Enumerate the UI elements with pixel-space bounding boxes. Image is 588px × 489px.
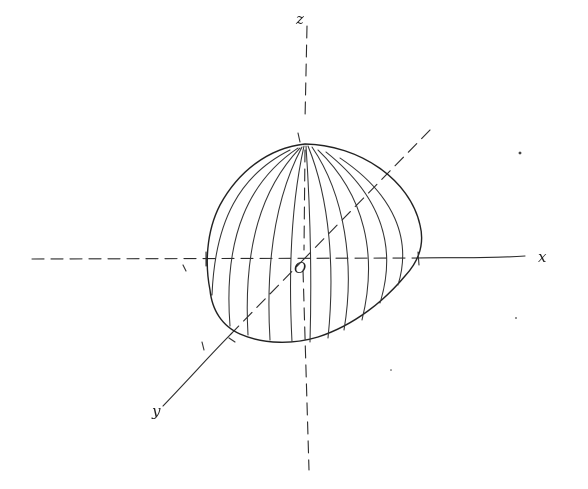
y-axis-front-solid xyxy=(162,332,233,407)
meridian-lines xyxy=(211,145,404,343)
z-tick xyxy=(297,132,301,143)
y-axis-label: y xyxy=(151,402,161,420)
x-tick-right xyxy=(417,251,420,266)
origin-label: O xyxy=(294,259,306,277)
stray-dot xyxy=(515,317,517,319)
x-axis-label: x xyxy=(538,248,547,266)
front-small-tick xyxy=(201,341,205,351)
y-tick xyxy=(228,337,236,343)
ellipsoid-outline xyxy=(206,143,423,343)
x-axis-solid xyxy=(417,255,526,259)
left-small-tick xyxy=(182,264,187,272)
z-axis xyxy=(302,25,310,471)
y-axis-back xyxy=(304,129,431,259)
z-axis-label: z xyxy=(295,10,304,28)
stray-dot xyxy=(518,151,522,155)
stray-dot xyxy=(390,369,392,371)
x-axis-dashed xyxy=(31,257,421,260)
